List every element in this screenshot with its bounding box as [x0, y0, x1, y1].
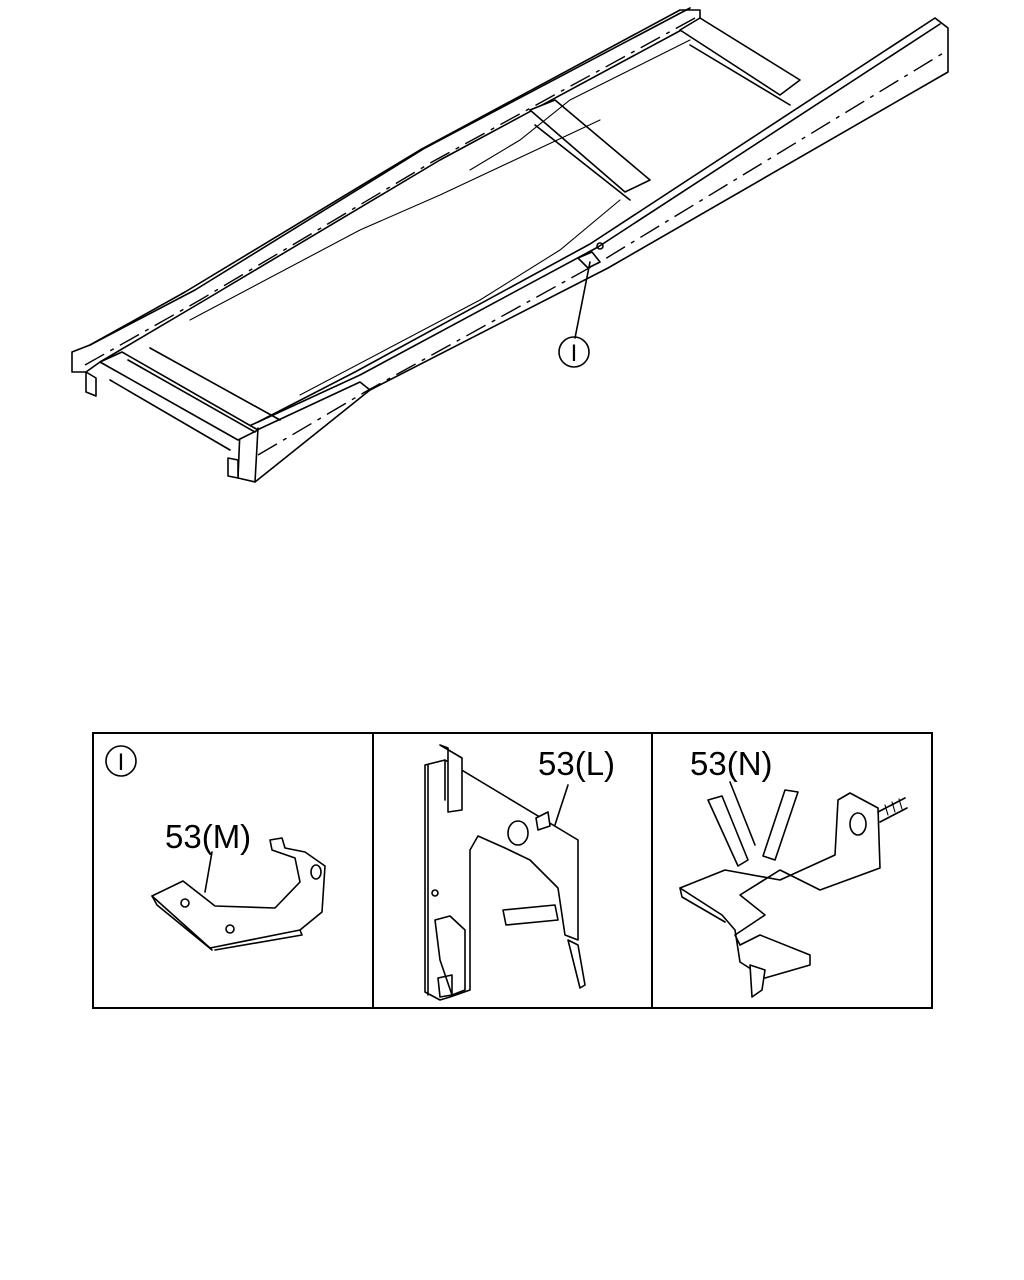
detail-panels: I 53(M) 53(L) 53( [92, 732, 933, 1009]
panel-bracket-l: 53(L) [424, 744, 615, 1001]
panel-bracket-m: I 53(M) [105, 745, 326, 951]
callout-marker: I [558, 336, 590, 368]
detail-frame [92, 732, 933, 1009]
part-label-53l: 53(L) [538, 745, 615, 782]
part-label-53n: 53(N) [690, 745, 773, 782]
part-label-53m: 53(M) [165, 818, 251, 855]
panel-bracket-n: 53(N) [679, 745, 908, 998]
inset-marker-circle [105, 745, 137, 777]
chassis-frame-drawing [71, 7, 949, 483]
callout-letter: I [571, 340, 578, 367]
inset-marker-letter: I [118, 749, 125, 776]
